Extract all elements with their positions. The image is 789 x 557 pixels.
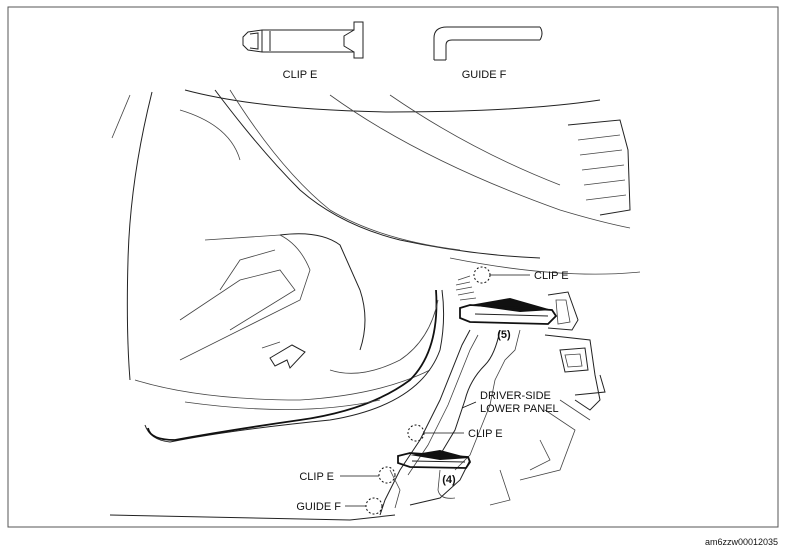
guide-f-part-drawing [433, 26, 543, 61]
guide-f-left-label: GUIDE F [296, 501, 341, 513]
clip-e-mid-label: CLIP E [468, 428, 503, 440]
side-structure [489, 291, 606, 506]
diagram-frame [7, 6, 779, 528]
clip-e-left-label: CLIP E [299, 471, 334, 483]
panel-leader [461, 401, 477, 409]
panel-label-line2: LOWER PANEL [480, 403, 559, 415]
spring-detail [455, 275, 477, 301]
driver-side-lower-panel [379, 329, 521, 516]
floor-line [109, 514, 396, 521]
push-arrow-4 [397, 450, 472, 469]
clip-e-top-label: CLIP E [534, 270, 569, 282]
guide-f-marker [365, 497, 383, 515]
clip-e-mid-marker [407, 424, 425, 442]
clip-e-left-marker [378, 466, 396, 484]
guide-f-legend-label: GUIDE F [462, 69, 507, 81]
reference-code: am6zzw00012035 [705, 537, 778, 547]
push-arrow-5 [459, 298, 558, 325]
dashboard-illustration [111, 89, 641, 443]
clip-e-top-marker [473, 266, 491, 284]
clip-e-legend-label: CLIP E [283, 69, 318, 81]
clip-e-part-drawing [242, 21, 364, 59]
panel-label-line1: DRIVER-SIDE [480, 390, 551, 402]
step-4-label: (4) [442, 474, 456, 486]
step-5-label: (5) [497, 329, 511, 341]
